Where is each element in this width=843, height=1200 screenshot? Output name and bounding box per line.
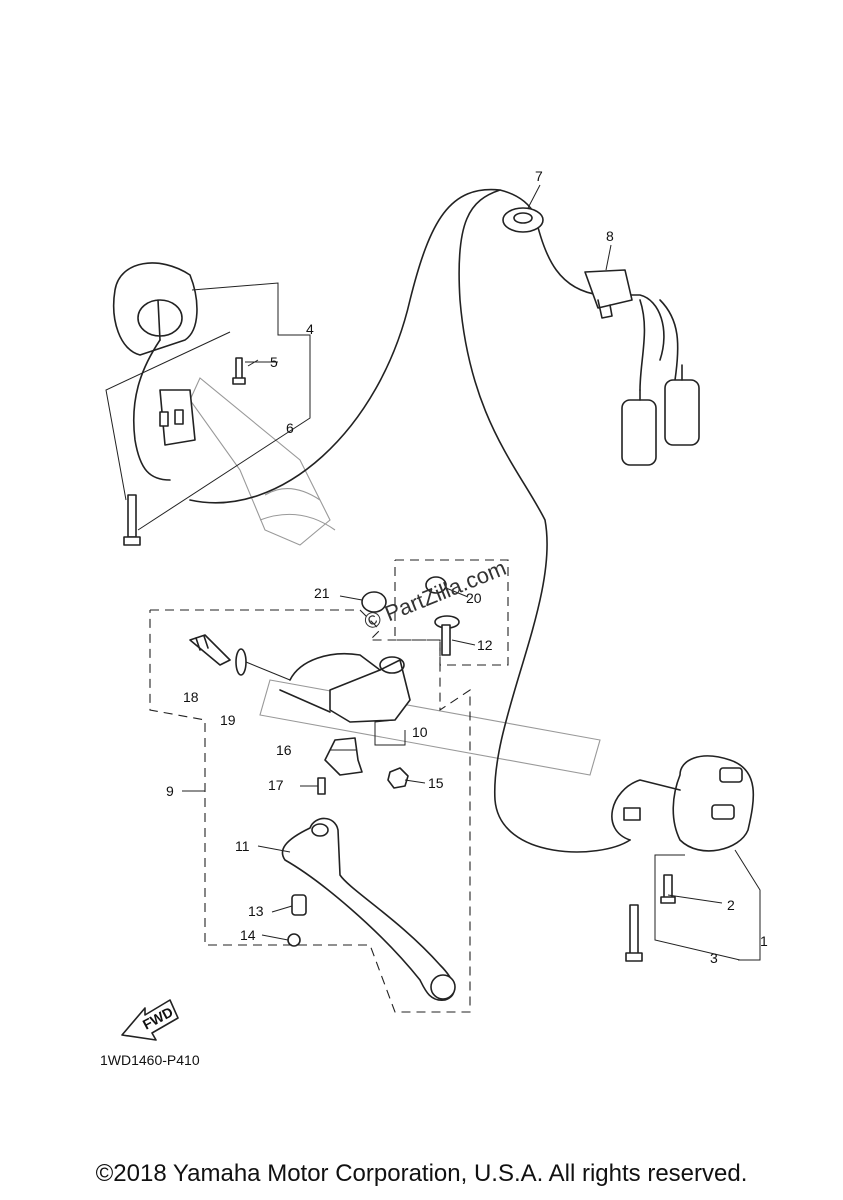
cable-harness <box>189 188 631 853</box>
part-2-screw <box>660 874 676 904</box>
callout-5: 5 <box>270 354 278 370</box>
part-21-cap <box>361 591 387 613</box>
part-8-clamp <box>584 269 633 319</box>
callout-3: 3 <box>710 950 718 966</box>
callout-10: 10 <box>412 724 428 740</box>
part-20-cap <box>425 576 447 594</box>
callout-20: 20 <box>466 590 482 606</box>
part-14-ring <box>287 933 301 947</box>
callout-13: 13 <box>248 903 264 919</box>
part-6-long-screw <box>123 494 141 546</box>
part-10-lever-bracket <box>279 652 411 723</box>
part-11-clutch-lever <box>281 817 456 1001</box>
callout-15: 15 <box>428 775 444 791</box>
part-16-switch <box>324 737 363 776</box>
part-4-left-switch <box>112 262 198 481</box>
part-13-collar <box>291 894 307 916</box>
callout-19: 19 <box>220 712 236 728</box>
callout-4: 4 <box>306 321 314 337</box>
part-5-screw <box>232 357 246 385</box>
callout-14: 14 <box>240 927 256 943</box>
callout-12: 12 <box>477 637 493 653</box>
callout-16: 16 <box>276 742 292 758</box>
callout-2: 2 <box>727 897 735 913</box>
callout-9: 9 <box>166 783 174 799</box>
callout-8: 8 <box>606 228 614 244</box>
callout-leaders <box>182 184 612 941</box>
callout-6: 6 <box>286 420 294 436</box>
callout-labels: 1 2 3 4 5 6 7 8 9 10 11 12 13 14 15 16 1… <box>166 168 768 966</box>
callout-17: 17 <box>268 777 284 793</box>
part-1-right-switch <box>611 755 755 852</box>
callout-11: 11 <box>235 838 250 854</box>
copyright-notice: ©2018 Yamaha Motor Corporation, U.S.A. A… <box>95 1160 748 1187</box>
fwd-arrow-icon: FWD <box>121 999 179 1041</box>
callout-7: 7 <box>535 168 543 184</box>
part-7-grommet <box>502 207 544 233</box>
callout-21: 21 <box>314 585 330 601</box>
diagram-code: 1WD1460-P410 <box>100 1052 200 1068</box>
part-12-bolt <box>434 615 460 656</box>
part-18-adjuster <box>189 634 231 666</box>
part-15-nut <box>387 767 409 789</box>
part-3-long-screw <box>625 904 643 962</box>
cable-connectors <box>621 299 700 466</box>
part-17-screw <box>317 777 326 795</box>
callout-1: 1 <box>760 933 768 949</box>
callout-18: 18 <box>183 689 199 705</box>
part-19-locknut <box>235 648 291 681</box>
